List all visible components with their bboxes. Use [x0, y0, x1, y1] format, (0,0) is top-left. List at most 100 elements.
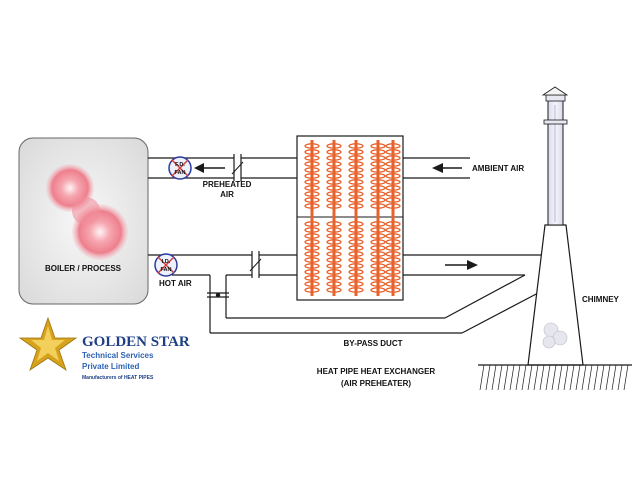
heat-pipe-fin — [370, 287, 386, 293]
ground-hatch-line — [581, 364, 587, 391]
heat-pipe-fin — [304, 275, 320, 281]
chimney-label: CHIMNEY — [582, 295, 620, 304]
heat-pipe-fin — [326, 179, 342, 185]
flame-graphic — [46, 164, 128, 260]
heat-pipe-fin — [304, 185, 320, 191]
chimney — [478, 86, 632, 391]
heat-pipe-fin — [370, 167, 386, 173]
heat-pipe-fin — [348, 167, 364, 173]
ground-hatch-line — [605, 364, 611, 391]
ground-hatch-line — [515, 364, 521, 391]
heat-pipe-fin — [326, 263, 342, 269]
heat-pipe-fin — [304, 233, 320, 239]
heat-pipe-fin — [304, 281, 320, 287]
heat-pipe-fin — [348, 245, 364, 251]
ground-hatch-line — [563, 364, 569, 391]
heat-pipe-fin — [370, 143, 386, 149]
fd-fan-label-top: F.D. — [175, 162, 185, 168]
ground-hatch-line — [587, 364, 593, 391]
heat-pipe-fin — [348, 191, 364, 197]
heat-pipe-fin — [385, 155, 401, 161]
heat-pipe-fin — [326, 287, 342, 293]
heat-pipe-fin — [348, 227, 364, 233]
heat-pipe-fin — [304, 269, 320, 275]
heat-pipe-fin — [385, 143, 401, 149]
heat-pipe-fin — [304, 173, 320, 179]
heat-pipe-fin — [370, 239, 386, 245]
heat-pipe-fin — [348, 143, 364, 149]
heat-pipe-fin — [348, 173, 364, 179]
heat-pipe-fin — [304, 179, 320, 185]
ground-hatch-line — [503, 364, 509, 391]
heat-pipe-fin — [304, 221, 320, 227]
arrow-to-chimney — [445, 260, 478, 270]
flue-duct — [403, 254, 545, 276]
heat-pipe-fin — [326, 143, 342, 149]
logo-name: GOLDEN STAR — [82, 334, 190, 350]
heat-pipe-fin — [326, 257, 342, 263]
fd-fan-label-bottom: FAN — [175, 170, 186, 176]
preheated-damper — [231, 161, 244, 175]
heat-pipe-fin — [304, 203, 320, 209]
heat-pipe-fin — [370, 173, 386, 179]
heat-pipe-fin — [385, 251, 401, 257]
preheated-label-2: AIR — [220, 190, 234, 199]
heat-pipe-fin — [385, 149, 401, 155]
heat-pipe-fin — [370, 263, 386, 269]
ground-hatch-line — [491, 364, 497, 391]
heat-pipe-fin — [326, 245, 342, 251]
boiler: BOILER / PROCESS — [18, 137, 149, 305]
heat-pipe-fin — [385, 185, 401, 191]
heat-pipe-fin — [304, 167, 320, 173]
heat-pipe-fin — [326, 191, 342, 197]
arrow-ambient-in — [432, 163, 462, 173]
heat-pipe-fin — [304, 251, 320, 257]
ambient-air-label: AMBIENT AIR — [472, 164, 524, 173]
heat-pipe-fin — [304, 155, 320, 161]
heat-pipe-fin — [326, 167, 342, 173]
heat-pipe-fin — [370, 257, 386, 263]
ground-hatch-line — [521, 364, 527, 391]
golden-star-logo: GOLDEN STAR Technical Services Private L… — [18, 316, 190, 381]
heat-pipe-fin — [385, 161, 401, 167]
ground-hatch-line — [533, 364, 539, 391]
smoke-graphic — [542, 322, 568, 349]
heat-pipe-fin — [370, 227, 386, 233]
hot-air-label: HOT AIR — [159, 279, 192, 288]
heat-pipe-fin — [304, 239, 320, 245]
ground-hatch-line — [599, 364, 605, 391]
heat-pipe-fin — [348, 263, 364, 269]
id-fan-label-bottom: FAN — [161, 267, 172, 273]
heat-pipe-fin — [348, 275, 364, 281]
heat-pipe-fin — [370, 155, 386, 161]
heat-pipe-fin — [385, 239, 401, 245]
id-fan-label-top: I.D. — [162, 259, 171, 265]
heat-pipe-fin — [348, 197, 364, 203]
heat-pipe-fin — [370, 149, 386, 155]
heat-pipe-fin — [385, 221, 401, 227]
heat-pipe-fin — [348, 269, 364, 275]
id-fan-icon: I.D. FAN — [154, 253, 178, 277]
ground-hatch-line — [593, 364, 599, 391]
heat-pipe-fin — [326, 173, 342, 179]
ground-hatch-line — [509, 364, 515, 391]
heat-pipe-fin — [304, 227, 320, 233]
heat-pipe-fin — [348, 161, 364, 167]
heat-pipe-fin — [304, 161, 320, 167]
heat-pipe-fin — [304, 263, 320, 269]
heat-pipe-fin — [370, 275, 386, 281]
heat-pipe-fin — [326, 227, 342, 233]
heat-pipe-fin — [370, 221, 386, 227]
ground-hatch-line — [527, 364, 533, 391]
heat-pipe-fin — [304, 197, 320, 203]
diagram-title-line1: HEAT PIPE HEAT EXCHANGER — [317, 367, 436, 376]
ground-hatch-line — [557, 364, 563, 391]
heat-pipe-fin — [348, 251, 364, 257]
heat-pipe-fin — [385, 167, 401, 173]
heat-pipe-fin — [370, 161, 386, 167]
arrow-to-boiler — [194, 163, 225, 173]
heat-pipe-fin — [385, 257, 401, 263]
heat-pipe-fin — [370, 233, 386, 239]
heat-pipe-fin — [304, 257, 320, 263]
heat-pipe-fin — [385, 203, 401, 209]
